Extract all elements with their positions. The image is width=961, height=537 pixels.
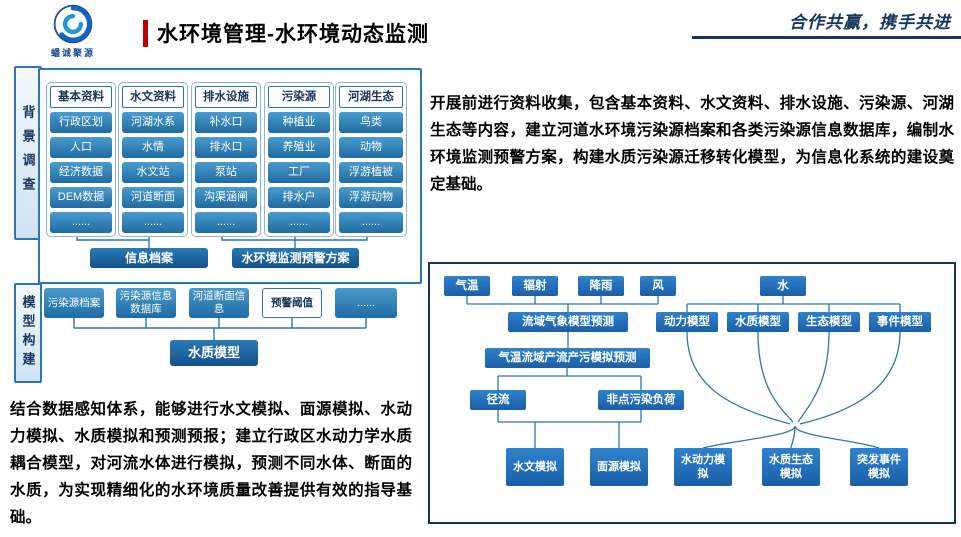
flow-input-wind: 风 (640, 276, 676, 296)
survey-item: 鸟类 (339, 112, 403, 133)
survey-column: 水文资料 河湖水系 水情 水文站 河道断面 ...... (118, 82, 188, 237)
survey-item: 行政区划 (50, 112, 112, 133)
model-input-box: 污染源档案 (44, 288, 104, 318)
quality-ecology-simulation-box: 水质生态模拟 (762, 448, 820, 486)
survey-item: ...... (339, 212, 403, 233)
survey-item: ...... (268, 212, 330, 233)
survey-item: DEM数据 (50, 187, 112, 208)
water-quality-model-box: 水质模型 (170, 340, 258, 366)
model-input-box: 河道断面信息 (189, 288, 249, 318)
page-title: 水环境管理-水环境动态监测 (157, 23, 429, 46)
info-archive-box: 信息档案 (90, 248, 208, 268)
model-input-box: ...... (335, 288, 397, 318)
flow-input-rainfall: 降雨 (578, 276, 624, 296)
survey-item: 工厂 (268, 162, 330, 183)
survey-column: 污染源 种植业 养殖业 工厂 排水户 ...... (264, 82, 334, 237)
survey-column: 河湖生态 鸟类 动物 浮游植被 浮游动物 ...... (335, 82, 407, 237)
survey-item: 人口 (50, 137, 112, 158)
survey-item: 排水户 (268, 187, 330, 208)
flow-input-radiation: 辐射 (512, 276, 558, 296)
company-logo: 蟠诚聚源 (36, 3, 110, 59)
survey-column-header: 排水设施 (195, 86, 257, 108)
survey-item: 种植业 (268, 112, 330, 133)
model-input-box: 污染源信息数据库 (116, 288, 176, 318)
background-survey-diagram: 基本资料 行政区划 人口 经济数据 DEM数据 ...... 水文资料 河湖水系… (38, 68, 422, 284)
survey-column: 排水设施 补水口 排水口 泵站 沟渠涵闸 ...... (191, 82, 261, 237)
survey-column-header: 污染源 (268, 86, 330, 108)
survey-item: 排水口 (195, 137, 257, 158)
survey-column-header: 水文资料 (122, 86, 184, 108)
right-description-paragraph: 开展前进行资料收集，包含基本资料、水文资料、排水设施、污染源、河湖生态等内容，建… (430, 95, 954, 193)
ecology-model-box: 生态模型 (798, 312, 860, 332)
survey-item: 泵站 (195, 162, 257, 183)
survey-item: ...... (122, 212, 184, 233)
event-model-box: 事件模型 (869, 312, 931, 332)
survey-item: 河湖水系 (122, 112, 184, 133)
title-accent-bar (143, 20, 148, 47)
nonpoint-pollution-load-box: 非点污染负荷 (598, 390, 684, 410)
model-construction-diagram: 污染源档案 污染源信息数据库 河道断面信息 预警阈值 ...... 水质模型 (38, 288, 418, 383)
flow-input-temperature: 气温 (444, 276, 490, 296)
survey-item: 经济数据 (50, 162, 112, 183)
left-description-paragraph: 结合数据感知体系，能够进行水文模拟、面源模拟、水动力模拟、水质模拟和预测预报；建… (10, 401, 412, 526)
model-flow-diagram: 气温 辐射 降雨 风 水 流域气象模型预测 动力模型 水质模型 生态模型 事件模… (428, 262, 956, 524)
survey-item: 河道断面 (122, 187, 184, 208)
section-label-model-build: 模型构建 (14, 283, 42, 383)
hydrology-simulation-box: 水文模拟 (506, 448, 564, 486)
dynamic-model-box: 动力模型 (656, 312, 718, 332)
monitor-warning-plan-box: 水环境监测预警方案 (232, 248, 359, 268)
survey-item: 养殖业 (268, 137, 330, 158)
survey-item: 补水口 (195, 112, 257, 133)
runoff-node-box: 径流 (470, 390, 526, 410)
logo-swirl-icon (53, 4, 93, 44)
emergency-simulation-box: 突发事件模拟 (850, 448, 908, 486)
flow-input-water: 水 (760, 276, 806, 296)
survey-column: 基本资料 行政区划 人口 经济数据 DEM数据 ...... (46, 82, 116, 237)
watershed-weather-model-box: 流域气象模型预测 (508, 312, 628, 332)
nonpoint-simulation-box: 面源模拟 (590, 448, 648, 486)
runoff-pollution-forecast-box: 气温流域产流产污模拟预测 (485, 348, 650, 368)
section-label-background-survey: 背景调查 (14, 66, 42, 240)
survey-column-header: 河湖生态 (339, 86, 403, 108)
hydrodynamic-simulation-box: 水动力模拟 (674, 448, 732, 486)
survey-item: ...... (195, 212, 257, 233)
survey-item: 动物 (339, 137, 403, 158)
slogan-text: 合作共赢，携手共进 (789, 13, 951, 32)
quality-model-box: 水质模型 (727, 312, 789, 332)
warning-threshold-box: 预警阈值 (262, 288, 322, 318)
header-divider (692, 36, 961, 39)
survey-item: 水情 (122, 137, 184, 158)
logo-text: 蟠诚聚源 (50, 48, 95, 58)
survey-column-header: 基本资料 (50, 86, 112, 108)
survey-item: 浮游植被 (339, 162, 403, 183)
survey-item: ...... (50, 212, 112, 233)
survey-item: 浮游动物 (339, 187, 403, 208)
survey-item: 水文站 (122, 162, 184, 183)
survey-item: 沟渠涵闸 (195, 187, 257, 208)
